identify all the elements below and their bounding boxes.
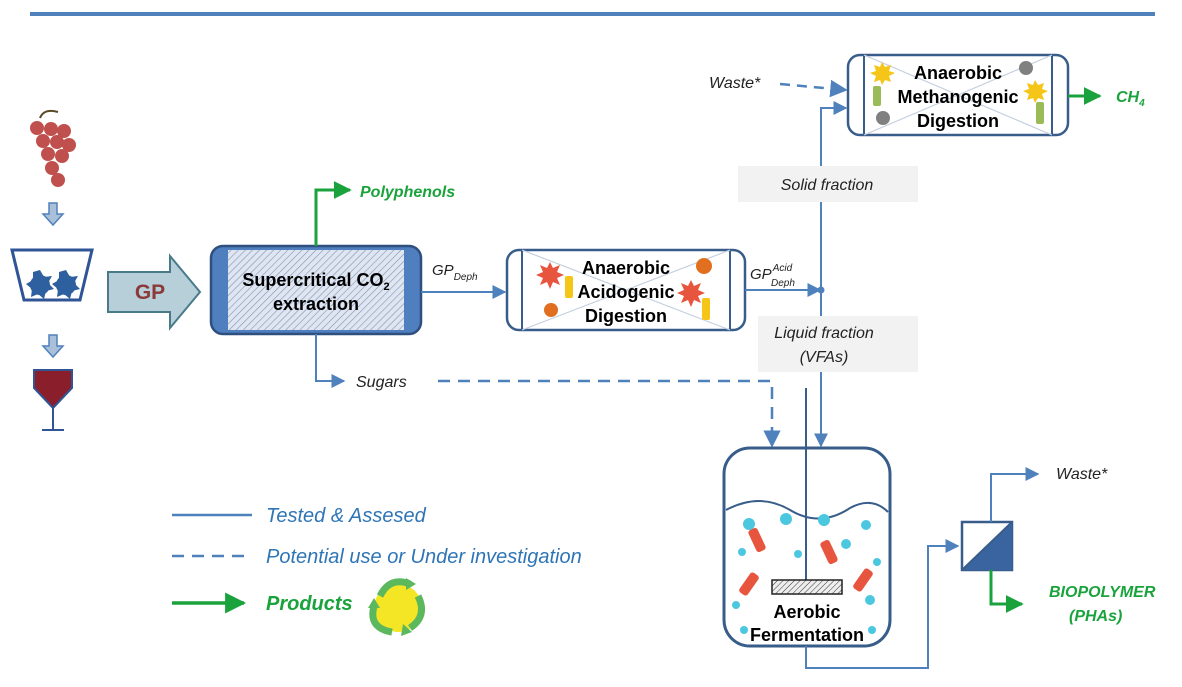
ch4-label: CH4 (1116, 89, 1145, 109)
liquid-fraction-bg (758, 316, 918, 372)
crusher-icon (10, 248, 94, 302)
fermenter-outlet-flow (805, 539, 960, 669)
liquid-fraction-label-line2: (VFAs) (800, 349, 849, 366)
sugars-label: Sugars (356, 374, 407, 391)
acidogenic-label-line2: Acidogenic (577, 282, 674, 302)
solid-fraction-label: Solid fraction (781, 177, 874, 194)
fermenter-label-line2: Fermentation (750, 625, 864, 645)
waste-right-flow (990, 467, 1040, 522)
polyphenols-label: Polyphenols (360, 184, 455, 201)
extractor-label-line2: extraction (273, 294, 359, 314)
gp-input-arrow: GP (107, 253, 202, 331)
gp-label: GP (135, 281, 165, 304)
biopolymer-flow (989, 570, 1024, 613)
methanogenic-label-line2: Methanogenic (897, 87, 1018, 107)
legend-tested-label: Tested & Assesed (266, 505, 427, 527)
sugars-dashed-flow (438, 379, 781, 448)
solid-fraction-flow (820, 101, 848, 290)
recycle-icon (368, 578, 426, 636)
acidogenic-label-line3: Digestion (585, 306, 667, 326)
fermenter-label-line1: Aerobic (773, 602, 840, 622)
methanogenic-reactor: Anaerobic Methanogenic Digestion (846, 53, 1070, 137)
grape-icon (30, 109, 76, 187)
waste-top-label: Waste* (709, 75, 761, 92)
down-arrow-icon (41, 334, 65, 359)
methanogenic-label-line1: Anaerobic (914, 63, 1002, 83)
waste-top-dashed-flow (779, 79, 848, 98)
down-arrow-icon (41, 202, 65, 227)
extractor-label-line1: Supercritical CO2 (242, 270, 389, 293)
acidogenic-reactor: Anaerobic Acidogenic Digestion (505, 248, 747, 332)
wine-glass-icon (33, 369, 73, 431)
legend-potential-label: Potential use or Under investigation (266, 546, 582, 568)
biopolymer-label-line1: BIOPOLYMER (1049, 584, 1156, 601)
liquid-fraction-label-line1: Liquid fraction (774, 325, 874, 342)
biopolymer-label-line2: (PHAs) (1069, 608, 1122, 625)
waste-right-label: Waste* (1056, 466, 1108, 483)
sugars-flow (315, 334, 346, 388)
methanogenic-label-line3: Digestion (917, 111, 999, 131)
gp-deph-label: GPDeph (432, 262, 478, 283)
legend-products-label: Products (266, 593, 353, 615)
solid-fraction-bg (738, 166, 918, 202)
polyphenols-flow (314, 181, 352, 246)
acidogenic-label-line1: Anaerobic (582, 258, 670, 278)
supercritical-extractor: Supercritical CO2 extraction (209, 244, 423, 336)
legend: Tested & Assesed Potential use or Under … (172, 505, 582, 636)
aerobic-fermenter: Aerobic Fermentation (722, 388, 892, 648)
separator-icon (960, 520, 1014, 572)
